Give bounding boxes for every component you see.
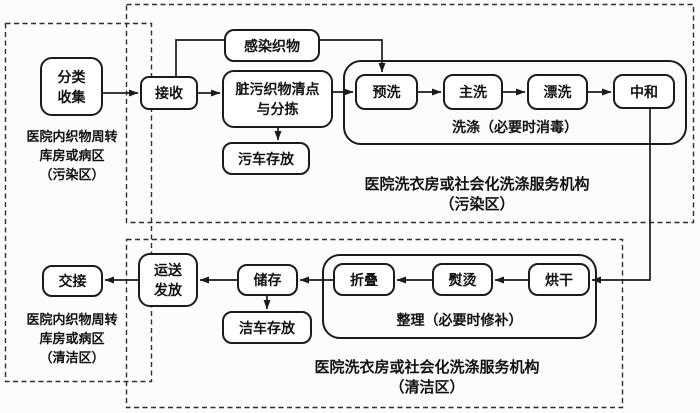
node-iron: 熨烫 — [432, 263, 493, 296]
finishing-group-label: 整理（必要时修补） — [396, 312, 523, 328]
node-dirty-sort: 脏污织物清点 与分拣 — [222, 70, 333, 128]
node-rinse: 漂洗 — [527, 74, 588, 110]
node-prewash: 预洗 — [355, 74, 418, 110]
node-transport-distribute: 运送 发放 — [138, 253, 198, 307]
node-neutralize: 中和 — [613, 74, 675, 109]
washing-group-label: 洗涤（必要时消毒） — [452, 119, 578, 135]
region-ward-dirty-clean-outline — [4, 22, 153, 383]
washing-group-container — [343, 60, 687, 145]
finishing-group-container — [322, 254, 597, 339]
region-laundry-dirty-outline — [125, 3, 695, 224]
node-storage: 储存 — [237, 264, 298, 296]
node-handover: 交接 — [42, 265, 103, 297]
region-label-ward-dirty: 医院内织物周转 库房或病区 （污染区） — [26, 129, 118, 182]
node-dirty-cart-storage: 污车存放 — [222, 142, 310, 175]
region-label-laundry-dirty: 医院洗衣房或社会化洗涤服务机构 （污染区） — [364, 176, 590, 213]
node-dry: 烘干 — [528, 263, 590, 296]
node-infected-fabric: 感染织物 — [224, 29, 320, 62]
node-receive: 接收 — [140, 76, 198, 110]
node-fold: 折叠 — [333, 263, 395, 296]
node-classify-collect: 分类 收集 — [40, 57, 103, 116]
node-main-wash: 主洗 — [443, 74, 503, 110]
region-label-ward-clean: 医院内织物周转 库房或病区 （清洁区） — [26, 312, 118, 365]
node-clean-cart-storage: 洁车存放 — [222, 311, 312, 344]
region-label-laundry-clean: 医院洗衣房或社会化洗涤服务机构 （清洁区） — [314, 359, 540, 396]
region-laundry-clean-outline — [125, 238, 624, 409]
